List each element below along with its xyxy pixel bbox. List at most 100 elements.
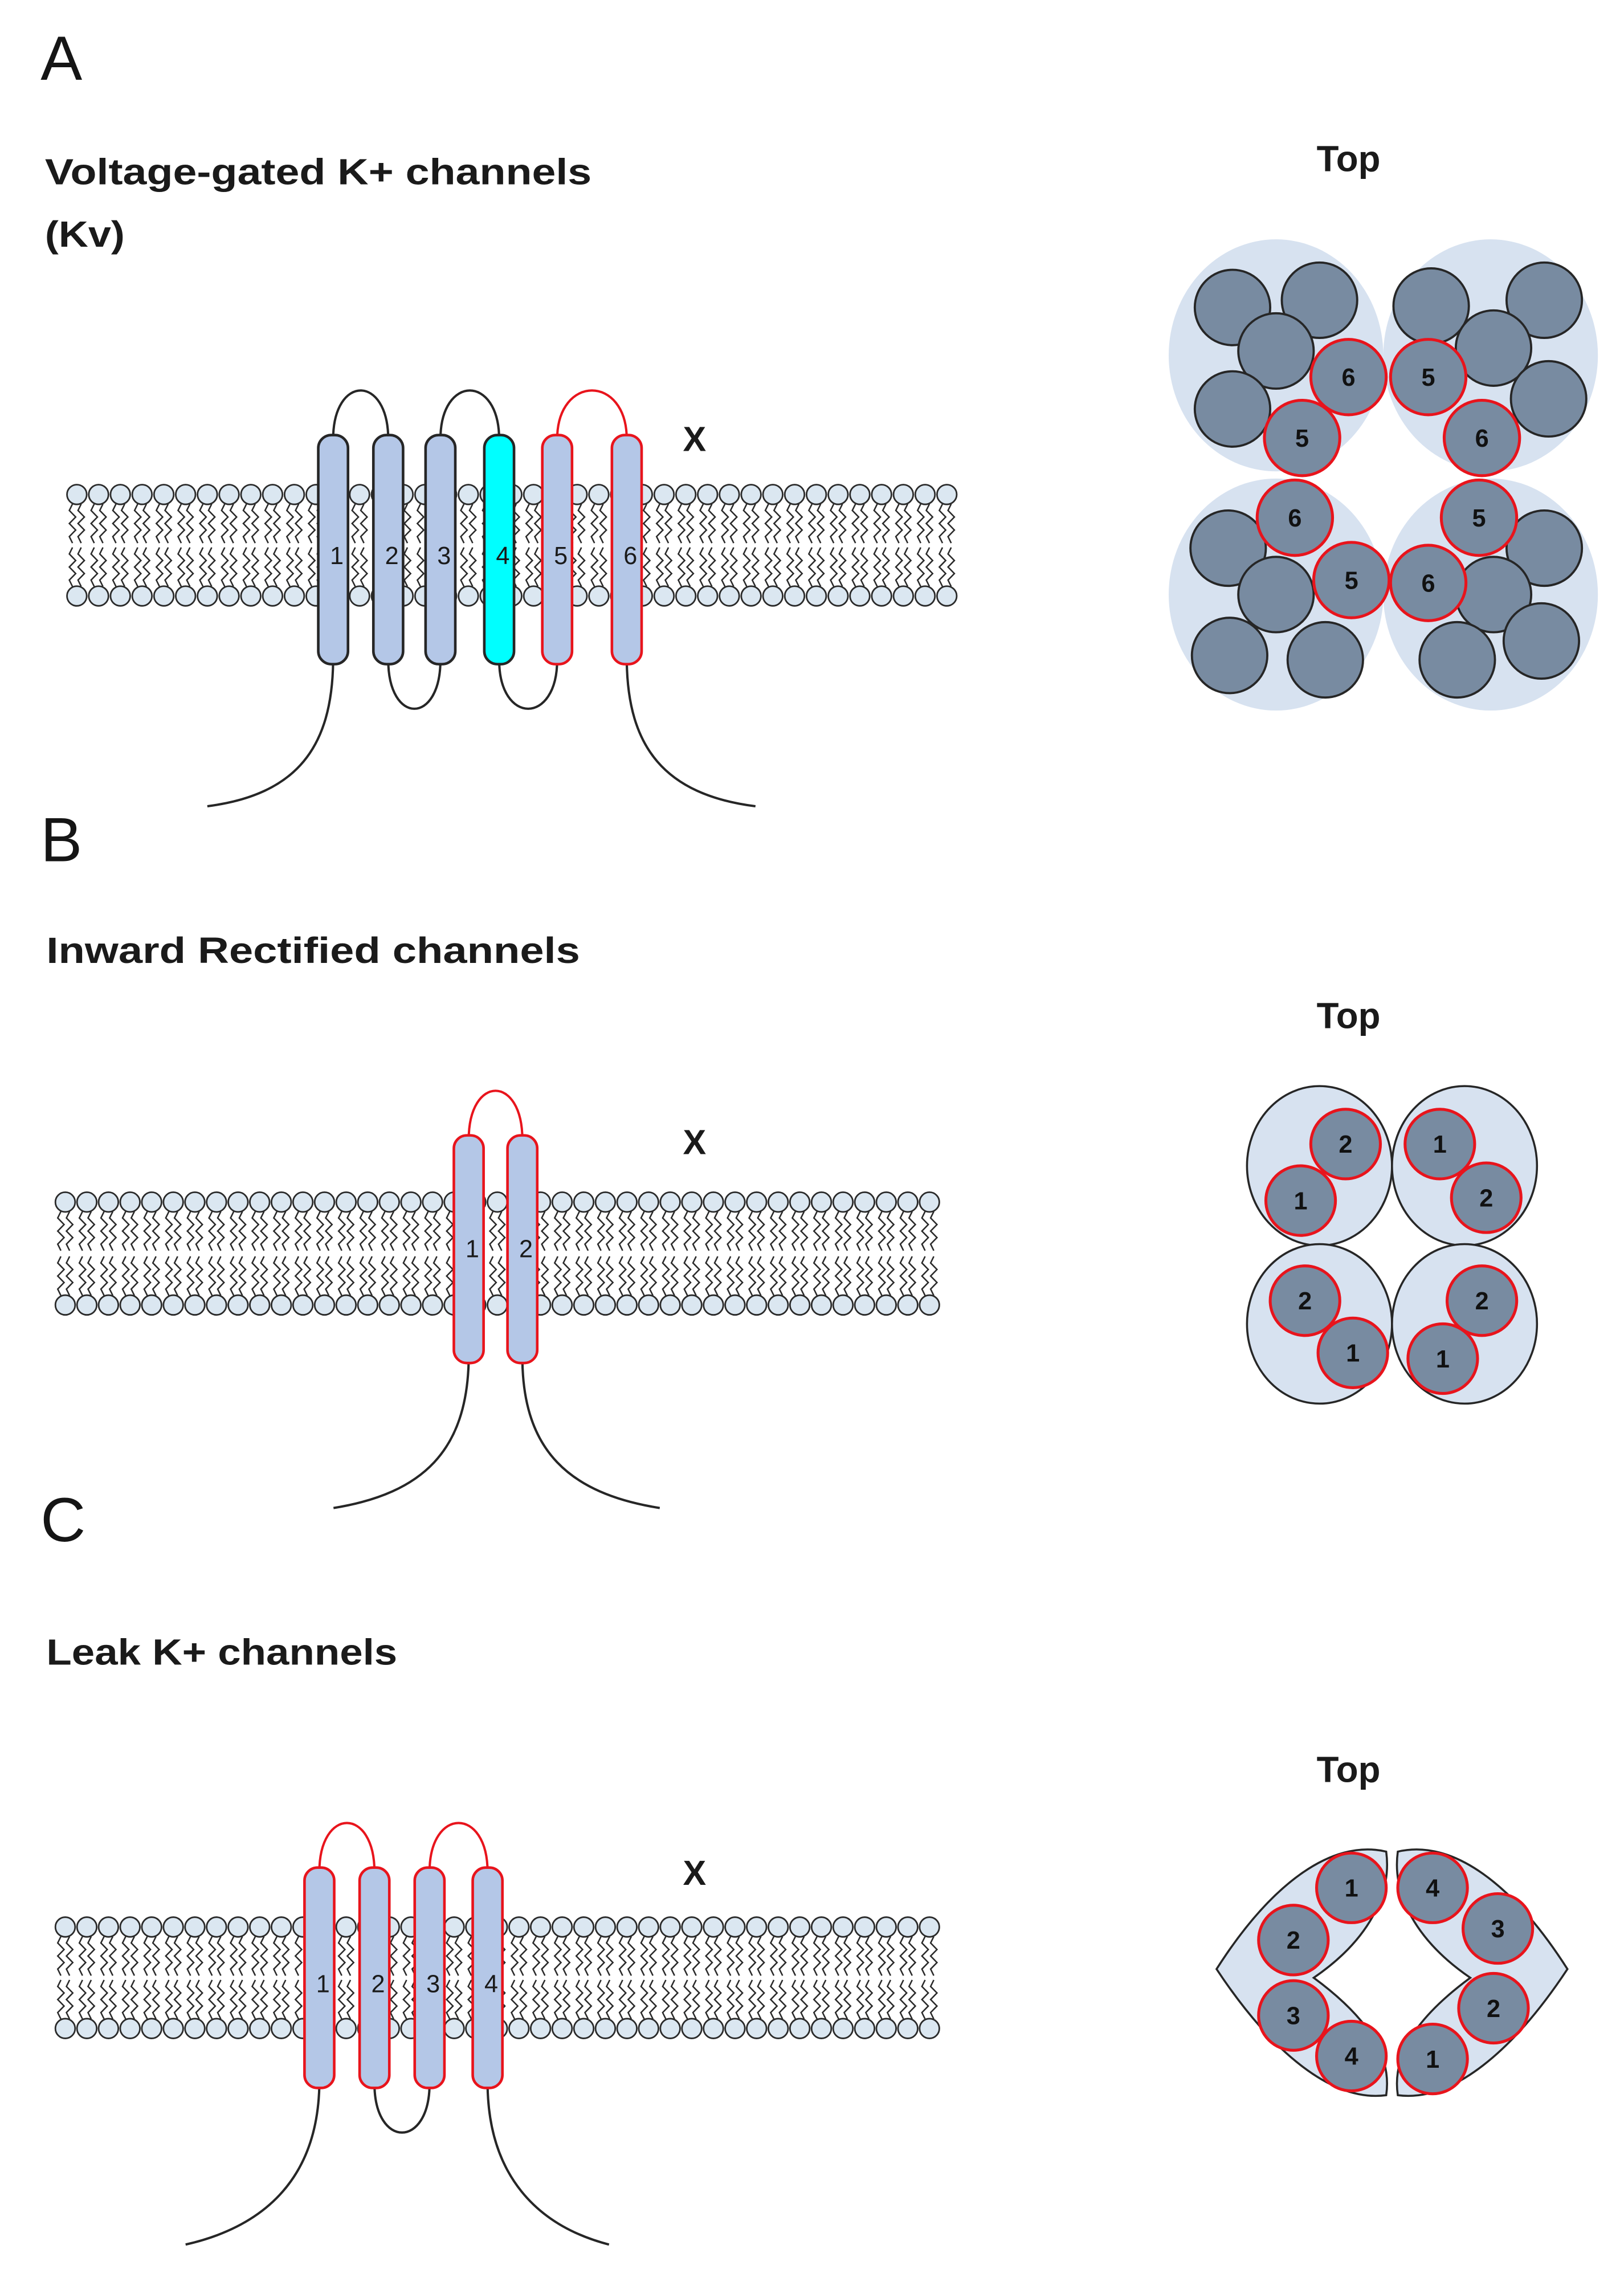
- lipid-head: [849, 484, 871, 505]
- lipid-head: [703, 1294, 724, 1316]
- lipid-tail: [272, 1211, 290, 1251]
- lipid-tail: [786, 503, 803, 544]
- lipid-head: [109, 484, 131, 505]
- lipid-tail: [726, 1256, 744, 1296]
- lipid-head: [594, 1916, 617, 1938]
- lipid-tail: [720, 503, 738, 544]
- helix-circle: [1312, 541, 1391, 619]
- lipid-head: [76, 1191, 98, 1213]
- lipid-head: [746, 2018, 768, 2039]
- lipid-tail: [553, 1936, 571, 1976]
- lipid-head: [832, 1916, 854, 1938]
- lipid-head: [594, 1294, 617, 1316]
- lipid-head: [594, 1191, 617, 1213]
- terminal-tail: [333, 1360, 470, 1509]
- lipid-head: [854, 1294, 876, 1316]
- top-view-label: Top: [1317, 138, 1381, 179]
- lipid-head: [240, 585, 262, 607]
- lipid-head: [270, 2018, 292, 2039]
- helix-circle-label: 2: [1298, 1288, 1312, 1315]
- lipid-head: [119, 1916, 141, 1938]
- lipid-head: [54, 2018, 76, 2039]
- helix-circle-label: 6: [1475, 425, 1489, 452]
- lipid-tail: [662, 1211, 679, 1251]
- transmembrane-helix: [424, 434, 457, 666]
- lipid-head: [703, 1916, 724, 1938]
- lipid-tail: [655, 547, 673, 587]
- lipid-tail: [856, 1936, 874, 1976]
- lipid-tail: [488, 1256, 506, 1296]
- lipid-head: [162, 2018, 184, 2039]
- lipid-head: [573, 1191, 595, 1213]
- lipid-tail: [597, 1256, 614, 1296]
- lipid-tail: [662, 1936, 679, 1976]
- lipid-head: [832, 2018, 854, 2039]
- lipid-head: [487, 1294, 508, 1316]
- lipid-head: [227, 2018, 249, 2039]
- helix-label: 2: [371, 1971, 385, 1998]
- lipid-head: [218, 585, 240, 607]
- lipid-head: [487, 1191, 508, 1213]
- helix-circle-label: 2: [1475, 1288, 1489, 1315]
- lipid-head: [76, 1916, 98, 1938]
- transmembrane-helix: [413, 1866, 446, 2089]
- lipid-head: [206, 1191, 227, 1213]
- transmembrane-helix: [358, 1866, 391, 2089]
- lipid-tail: [720, 547, 738, 587]
- lipid-head: [810, 2018, 833, 2039]
- lipid-head: [162, 1191, 184, 1213]
- lipid-tail: [78, 1936, 96, 1976]
- lipid-tail: [791, 1211, 809, 1251]
- lipid-tail: [921, 1256, 939, 1296]
- lipid-tail: [165, 1979, 182, 2020]
- transmembrane-helix: [483, 434, 516, 666]
- lipid-tail: [829, 503, 847, 544]
- lipid-head: [724, 2018, 746, 2039]
- lipid-head: [443, 1916, 465, 1938]
- lipid-head: [789, 1916, 811, 1938]
- lipid-tail: [78, 1979, 96, 2020]
- lipid-tail: [112, 503, 129, 544]
- lipid-head: [119, 1191, 141, 1213]
- helix-circle-label: 1: [1433, 1131, 1447, 1158]
- lipid-tail: [402, 1979, 420, 2020]
- helix-circle-label: 3: [1491, 1916, 1505, 1943]
- lipid-tail: [921, 1979, 939, 2020]
- lipid-tail: [532, 1979, 549, 2020]
- lipid-head: [131, 484, 153, 505]
- lipid-head: [357, 1191, 379, 1213]
- lipid-tail: [726, 1936, 744, 1976]
- helix-circle: [1505, 261, 1584, 339]
- lipid-tail: [90, 547, 108, 587]
- helix-circle: [1268, 1264, 1341, 1337]
- lipid-head: [227, 1916, 249, 1938]
- lipid-head: [616, 1916, 638, 1938]
- helix-loop: [373, 2083, 431, 2134]
- lipid-tail: [916, 547, 934, 587]
- lipid-head: [805, 585, 827, 607]
- lipid-head: [97, 1294, 120, 1316]
- panel-title: Inward Rectified channels: [46, 930, 580, 971]
- terminal-tail: [521, 1360, 660, 1509]
- lipid-head: [109, 585, 131, 607]
- lipid-tail: [878, 1211, 895, 1251]
- helix-label: 1: [466, 1235, 479, 1263]
- lipid-tail: [221, 547, 238, 587]
- lipid-tail: [704, 1256, 722, 1296]
- helix-circle: [1237, 312, 1315, 390]
- lipid-tail: [769, 1936, 787, 1976]
- lipid-head: [141, 1916, 162, 1938]
- lipid-tail: [229, 1979, 247, 2020]
- lipid-tail: [769, 1256, 787, 1296]
- lipid-tail: [662, 1979, 679, 2020]
- lipid-head: [227, 1294, 249, 1316]
- helix-circle: [1286, 620, 1364, 699]
- lipid-tail: [878, 1256, 895, 1296]
- lipid-tail: [165, 1256, 182, 1296]
- lipid-head: [184, 2018, 206, 2039]
- lipid-head: [262, 585, 284, 607]
- helix-circle: [1457, 1971, 1530, 2045]
- lipid-tail: [229, 1211, 247, 1251]
